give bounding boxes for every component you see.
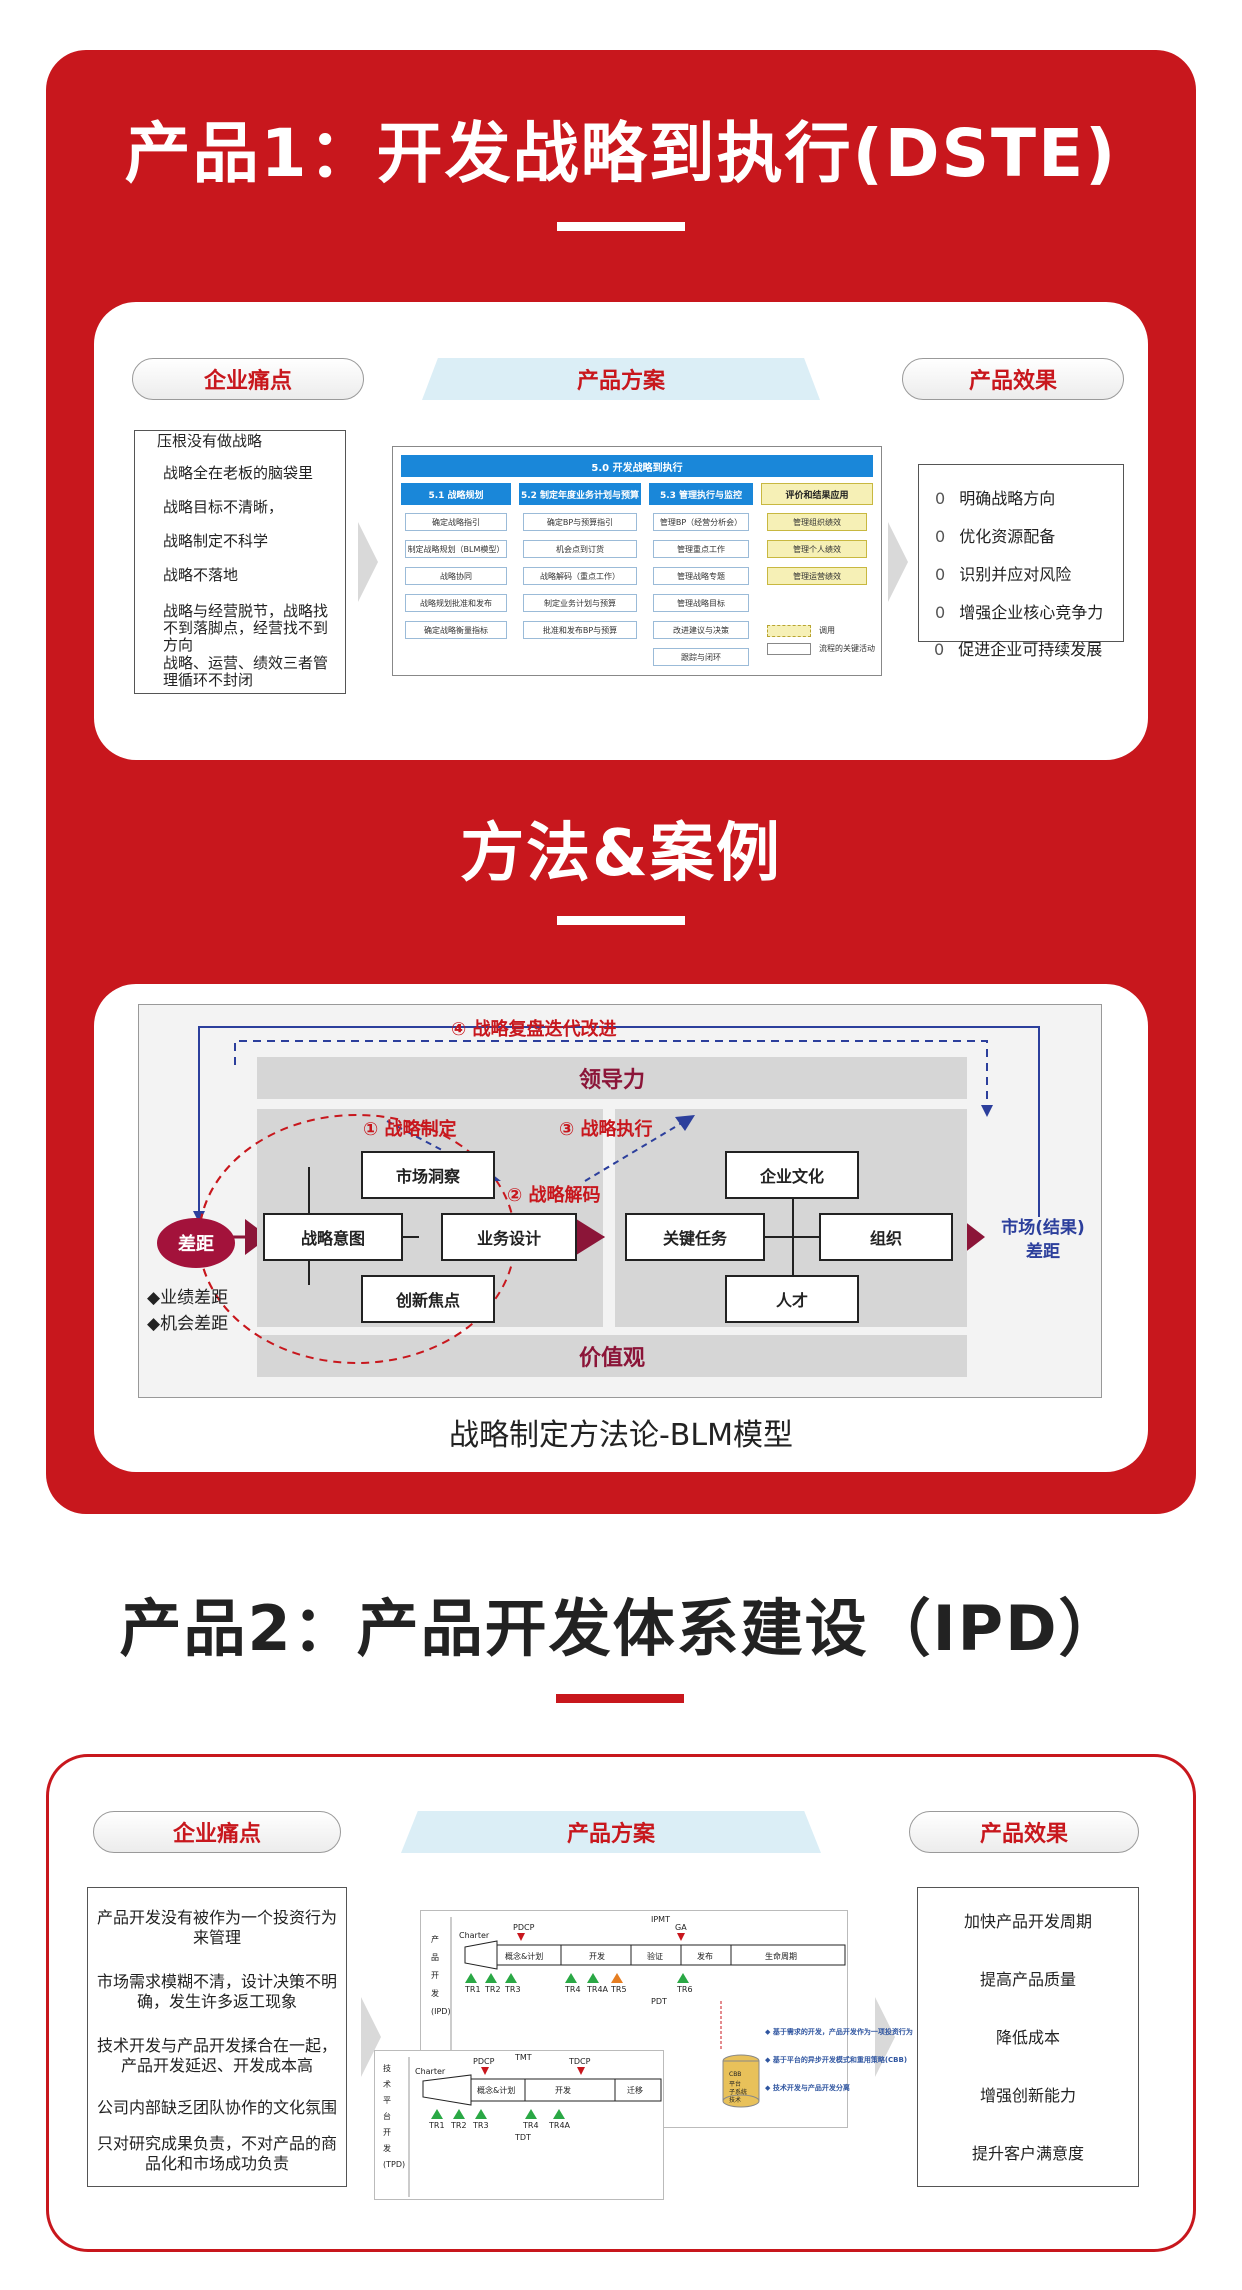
market-result-label: 市场(结果) <box>1001 1218 1085 1238</box>
legend-label: 调用 <box>819 626 835 635</box>
table-cell: 管理组织绩效 <box>767 513 867 531</box>
effect-header: 产品效果 <box>909 1811 1139 1853</box>
decoding-label: ② 战略解码 <box>507 1185 601 1206</box>
column-header: 5.1 战略规划 <box>401 483 511 505</box>
list-item: 增强创新能力 <box>979 2086 1076 2105</box>
talent-box: 人才 <box>725 1275 859 1323</box>
blm-caption: 战略制定方法论-BLM模型 <box>448 1418 793 1453</box>
list-item: 战略不落地 <box>163 566 239 584</box>
gap-item: ◆业绩差距 <box>147 1288 229 1308</box>
table-cell: 战略解码（重点工作） <box>523 567 637 585</box>
list-item: 战略目标不清晰， <box>163 498 284 516</box>
column-header: 5.3 管理执行与监控 <box>649 483 753 505</box>
effect-list: 加快产品开发周期 提高产品质量 降低成本 增强创新能力 提升客户满意度 <box>917 1887 1139 2187</box>
list-item: 战略与经营脱节，战略找不到落脚点，经营找不到方向 <box>163 602 329 654</box>
table-title: 5.0 开发战略到执行 <box>401 455 873 477</box>
list-item: 市场需求模糊不清，设计决策不明确，发生许多返工现象 <box>96 1972 337 2011</box>
execution-label: ③ 战略执行 <box>559 1119 653 1140</box>
flow-arrow-icon <box>358 522 378 602</box>
list-item: 提升客户满意度 <box>971 2144 1084 2163</box>
table-cell: 管理战略专题 <box>653 567 749 585</box>
list-item: 压根没有做战略 <box>157 432 263 450</box>
table-cell: 确定BP与预算指引 <box>523 513 637 531</box>
table-cell: 战略规划批准和发布 <box>405 594 507 612</box>
solution-header: 产品方案 <box>401 1811 821 1853</box>
list-item: 加快产品开发周期 <box>963 1912 1092 1931</box>
list-item: 战略制定不科学 <box>163 532 269 550</box>
table-cell: 改进建议与决策 <box>653 621 749 639</box>
list-item: 产品开发没有被作为一个投资行为来管理 <box>96 1908 337 1947</box>
table-cell: 批准和发布BP与预算 <box>523 621 637 639</box>
list-item: 降低成本 <box>995 2028 1060 2047</box>
title-underline <box>556 1694 684 1703</box>
table-cell: 管理个人绩效 <box>767 540 867 558</box>
list-item: 提高产品质量 <box>979 1970 1076 1989</box>
values-band: 价值观 <box>257 1335 967 1377</box>
flow-arrow-icon <box>888 522 908 602</box>
tpd-process-diagram: 技术平台开发(TPD) TMT Charter 概念&计划 开发 迁移 PDCP… <box>374 2050 664 2200</box>
market-gap-label: 差距 <box>1026 1242 1060 1262</box>
table-cell: 确定战略衡量指标 <box>405 621 507 639</box>
strategic-intent-box: 战略意图 <box>263 1213 403 1261</box>
list-item: 技术开发与产品开发揉合在一起，产品开发延迟、开发成本高 <box>96 2036 337 2075</box>
table-cell: 战略协同 <box>405 567 507 585</box>
table-cell: 管理战略目标 <box>653 594 749 612</box>
ipd-card: 企业痛点 产品方案 产品效果 产品开发没有被作为一个投资行为来管理 市场需求模糊… <box>46 1754 1196 2252</box>
market-insight-box: 市场洞察 <box>361 1151 495 1199</box>
list-item: 战略全在老板的脑袋里 <box>163 464 314 482</box>
table-cell: 制定战略规划（BLM模型） <box>405 540 507 558</box>
legend-swatch-call <box>767 625 811 637</box>
title-underline <box>557 222 685 231</box>
innovation-focus-box: 创新焦点 <box>361 1275 495 1323</box>
list-item: 只对研究成果负责，不对产品的商品化和市场成功负责 <box>96 2134 337 2173</box>
table-cell: 机会点到订货 <box>523 540 637 558</box>
blm-overlay <box>198 1114 859 1364</box>
legend-swatch-activity <box>767 643 811 655</box>
solution-header: 产品方案 <box>422 358 820 400</box>
table-cell: 管理运营绩效 <box>767 567 867 585</box>
pain-header: 企业痛点 <box>93 1811 341 1853</box>
formulation-label: ① 战略制定 <box>363 1119 457 1140</box>
list-item: 公司内部缺乏团队协作的文化氛围 <box>96 2098 337 2117</box>
key-tasks-box: 关键任务 <box>625 1213 765 1261</box>
list-item: 战略、运营、绩效三者管理循环不封闭 <box>163 654 329 689</box>
methods-title: 方法&案例 <box>460 817 782 891</box>
pain-list: 产品开发没有被作为一个投资行为来管理 市场需求模糊不清，设计决策不明确，发生许多… <box>87 1887 347 2187</box>
title-underline <box>557 916 685 925</box>
column-header: 评价和结果应用 <box>761 483 873 505</box>
gap-oval: 差距 <box>157 1218 235 1268</box>
column-header: 5.2 制定年度业务计划与预算 <box>519 483 641 505</box>
organization-box: 组织 <box>819 1213 953 1261</box>
section1-title: 产品1：开发战略到执行(DSTE) <box>124 115 1118 192</box>
gap-item: ◆机会差距 <box>147 1314 229 1334</box>
legend-label: 流程的关键活动 <box>819 644 875 653</box>
effect-header: 产品效果 <box>902 358 1124 400</box>
blm-diagram: ④ 战略复盘迭代改进 领导力 价值观 ① 战略制定 ③ 战略执行 ② 战略解码 … <box>138 1004 1102 1398</box>
flow-arrow-icon <box>875 1997 895 2077</box>
table-cell: 管理重点工作 <box>653 540 749 558</box>
culture-box: 企业文化 <box>725 1151 859 1199</box>
pain-list: 压根没有做战略 战略全在老板的脑袋里 战略目标不清晰， 战略制定不科学 战略不落… <box>134 430 346 694</box>
table-cell: 管理BP（经营分析会） <box>653 513 749 531</box>
table-cell: 制定业务计划与预算 <box>523 594 637 612</box>
section2-title: 产品2：产品开发体系建设（IPD） <box>119 1592 1123 1665</box>
table-cell: 跟踪与闭环 <box>653 648 749 666</box>
dste-process-table: 5.0 开发战略到执行 5.1 战略规划 5.2 制定年度业务计划与预算 5.3… <box>392 446 882 676</box>
pain-header: 企业痛点 <box>132 358 364 400</box>
table-cell: 确定战略指引 <box>405 513 507 531</box>
business-design-box: 业务设计 <box>441 1213 577 1261</box>
leadership-band: 领导力 <box>257 1057 967 1099</box>
iteration-label: ④ 战略复盘迭代改进 <box>451 1019 617 1040</box>
